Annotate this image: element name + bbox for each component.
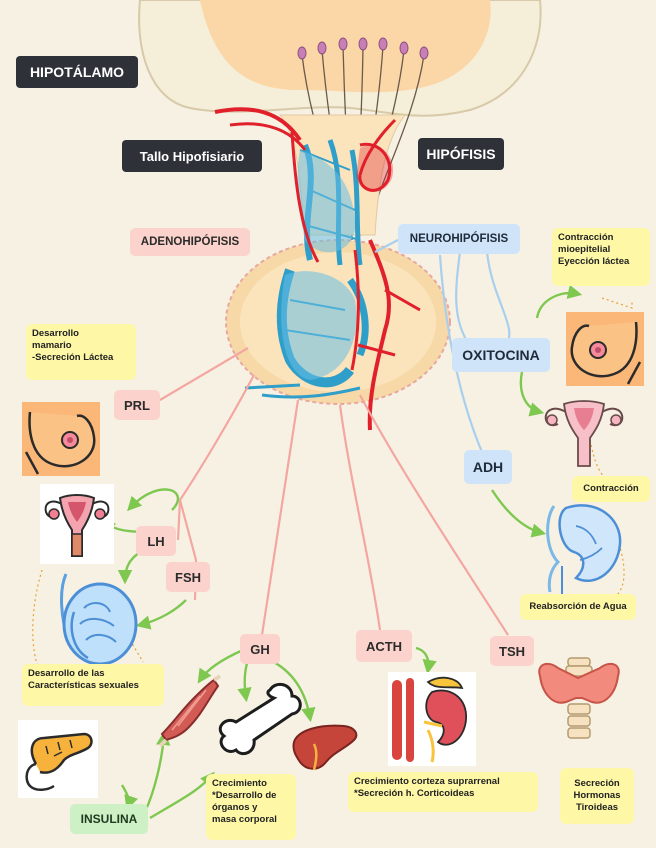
oxitocina-effect-note: Contracción mioepitelial Eyección láctea bbox=[552, 228, 650, 286]
adh-effect-note: Reabsorción de Agua bbox=[520, 594, 636, 620]
neuron-bodies bbox=[297, 37, 429, 60]
tsh-effect-note: Secreción Hormonas Tiroideas bbox=[560, 768, 634, 824]
gh-effect-note: Crecimiento *Desarrollo de órganos y mas… bbox=[206, 774, 296, 840]
gh-label: GH bbox=[240, 634, 280, 664]
thyroid-icon bbox=[538, 657, 620, 739]
prl-effect-note: Desarrollo mamario -Secreción Láctea bbox=[26, 324, 136, 380]
sexual-effect-note: Desarrollo de las Características sexual… bbox=[22, 664, 164, 706]
oxitocina-label: OXITOCINA bbox=[452, 338, 550, 372]
adh-label: ADH bbox=[464, 450, 512, 484]
tsh-label: TSH bbox=[490, 636, 534, 666]
lh-label: LH bbox=[136, 526, 176, 556]
tallo-label: Tallo Hipofisiario bbox=[122, 140, 262, 172]
arterial-network bbox=[214, 107, 421, 431]
neurohipofisis-label: NEUROHIPÓFISIS bbox=[398, 224, 520, 254]
uterus-icon bbox=[40, 484, 114, 564]
muscle-icon bbox=[158, 674, 222, 748]
portal-capillary-fill bbox=[281, 150, 357, 380]
hipofisis-label: HIPÓFISIS bbox=[418, 138, 504, 170]
insulina-label: INSULINA bbox=[70, 804, 148, 834]
pancreas-icon bbox=[18, 720, 98, 798]
breast-icon bbox=[22, 402, 100, 476]
bone-icon bbox=[218, 682, 302, 756]
fsh-label: FSH bbox=[166, 562, 210, 592]
adenohipofisis-label: ADENOHIPÓFISIS bbox=[130, 228, 250, 256]
acth-effect-note: Crecimiento corteza suprarrenal *Secreci… bbox=[348, 772, 538, 812]
kidney-adrenal-icon bbox=[388, 672, 476, 766]
utero-effect-note: Contracción bbox=[572, 476, 650, 502]
hypophyseal-plexus bbox=[356, 145, 394, 193]
testis-icon bbox=[60, 573, 138, 666]
hipotalamo-label: HIPOTÁLAMO bbox=[16, 56, 138, 88]
acth-label: ACTH bbox=[356, 630, 412, 662]
prl-label: PRL bbox=[114, 390, 160, 420]
liver-icon bbox=[292, 724, 358, 771]
uterus-icon bbox=[544, 400, 624, 467]
hypothalamus-shape bbox=[138, 0, 542, 117]
breast-icon bbox=[566, 312, 644, 386]
kidney-icon bbox=[546, 504, 622, 596]
